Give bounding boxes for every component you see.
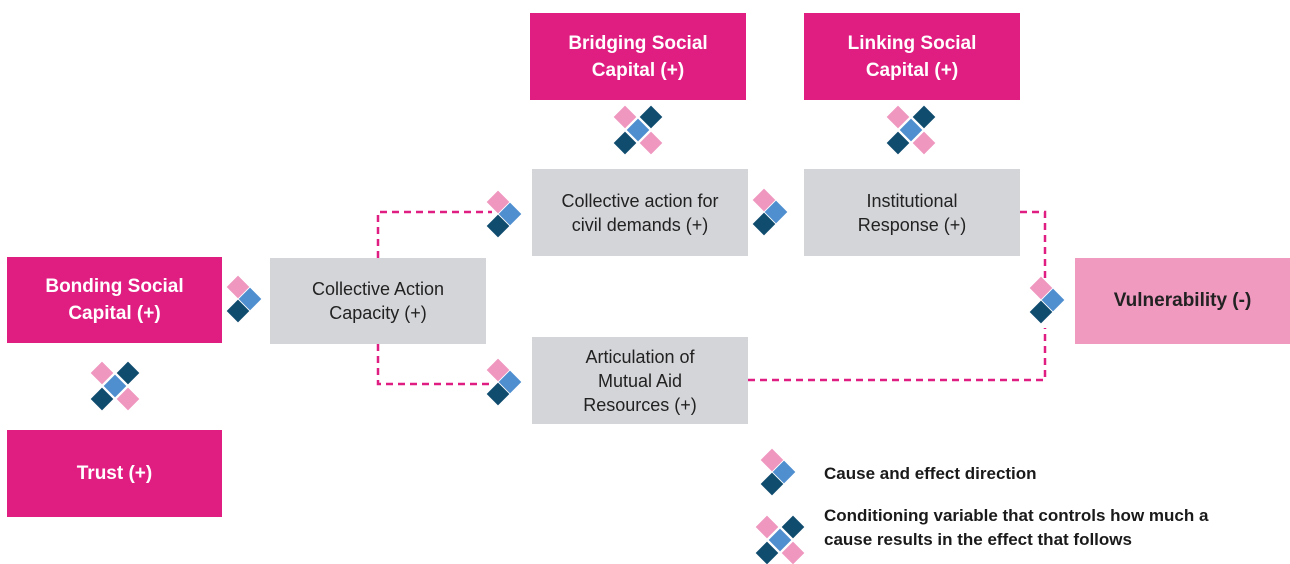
node-bridging-social-capital-label: Bridging Social Capital (+) <box>568 32 708 81</box>
node-mutual-aid-resources-label: Articulation of Mutual Aid Resources (+) <box>583 346 697 415</box>
node-linking-social-capital-label: Linking Social Capital (+) <box>847 32 977 81</box>
legend-cause-effect-diamond-icon <box>760 448 796 496</box>
node-bonding-social-capital: Bonding Social Capital (+) <box>7 257 222 343</box>
cause-effect-diamond-icon <box>1029 276 1065 324</box>
node-institutional-response: Institutional Response (+) <box>804 169 1020 256</box>
conditioning-x-icon <box>886 105 936 155</box>
node-linking-social-capital: Linking Social Capital (+) <box>804 13 1020 100</box>
node-vulnerability-label: Vulnerability (-) <box>1113 290 1252 311</box>
node-vulnerability: Vulnerability (-) <box>1075 258 1290 344</box>
connector-capacity-to-civil-demands <box>376 210 492 258</box>
conditioning-x-icon <box>90 361 140 411</box>
connector-capacity-to-mutual-aid <box>376 344 492 386</box>
node-mutual-aid-resources: Articulation of Mutual Aid Resources (+) <box>532 337 748 424</box>
node-institutional-response-label: Institutional Response (+) <box>857 190 967 235</box>
legend-conditioning-x-icon <box>755 515 805 564</box>
connector-mutual-aid-to-vulnerability <box>748 328 1047 382</box>
cause-effect-diamond-icon <box>226 275 262 323</box>
cause-effect-diamond-icon <box>486 190 522 238</box>
connector-institutional-to-vulnerability <box>1020 210 1047 278</box>
node-collective-action-civil-demands-label: Collective action for civil demands (+) <box>561 190 719 235</box>
cause-effect-diamond-icon <box>752 188 788 236</box>
node-collective-action-capacity-label: Collective Action Capacity (+) <box>311 279 445 323</box>
conditioning-x-icon <box>613 105 663 155</box>
node-bridging-social-capital: Bridging Social Capital (+) <box>530 13 746 100</box>
legend-conditioning-label: Conditioning variable that controls how … <box>824 506 1209 549</box>
node-collective-action-civil-demands: Collective action for civil demands (+) <box>532 169 748 256</box>
node-bonding-social-capital-label: Bonding Social Capital (+) <box>45 276 184 324</box>
node-trust-label: Trust (+) <box>76 463 153 484</box>
cause-effect-diamond-icon <box>486 358 522 406</box>
legend-cause-effect-label: Cause and effect direction <box>824 464 1037 483</box>
node-collective-action-capacity: Collective Action Capacity (+) <box>270 258 486 344</box>
node-trust: Trust (+) <box>7 430 222 517</box>
